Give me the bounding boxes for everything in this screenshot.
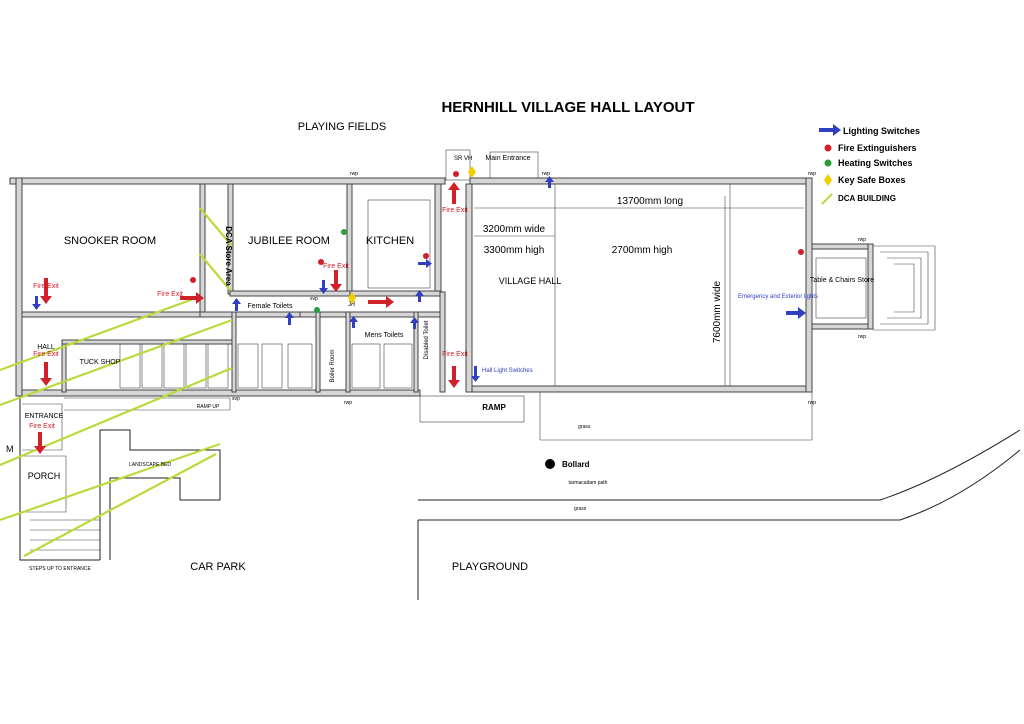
tag-jr: JR [348,302,356,308]
dimension-width-a: 3200mm wide [483,224,546,235]
green-dot-icon [824,159,832,167]
building-walls [9,177,874,397]
red-dot-icon [453,171,459,177]
fire-exit-label-7: Fire Exit [29,423,55,430]
tag-rwp-5: rwp [858,334,866,340]
room-table-store: Table & Chairs Store [810,277,874,284]
fire-exit-label-3: Fire Exit [323,263,349,270]
label-ramp-up: RAMP UP [197,404,220,410]
tag-rwp-4: rwp [858,237,866,243]
dimension-length: 13700mm long [617,196,683,207]
fire-exit-label-5: Fire Exit [442,351,468,358]
fire-exits: Fire Exit Fire Exit Fire Exit Fire Exit … [29,182,468,454]
tag-svp-2: svp [310,296,318,302]
dca-building-lines [0,207,233,557]
tag-rwp-1: rwp [350,171,358,177]
red-dot-icon [824,144,832,152]
label-hall-light: Hall Light Switches [482,368,533,374]
label-landscape-bed: LANDSCAPE BED [129,462,171,468]
room-jubilee: JUBILEE ROOM [248,235,330,247]
room-m: M [6,444,14,454]
room-village-hall: VILLAGE HALL [499,276,562,286]
label-path: tarmacadam path [569,480,608,486]
room-female-toilets: Female Toilets [247,303,293,310]
label-playground: PLAYGROUND [452,561,528,573]
label-grass-2: grass [574,506,587,512]
label-playing-fields: PLAYING FIELDS [298,121,386,133]
tag-sr-vh: SR VH [454,156,472,162]
green-dot-icon [314,307,320,313]
legend: Lighting Switches Fire Extinguishers Hea… [819,124,920,205]
fire-exit-label-6: Fire Exit [33,351,59,358]
red-dot-icon [318,259,324,265]
lighting-switches [32,176,806,382]
dimension-height-a: 3300mm high [484,245,545,256]
room-tuck-shop: TUCK SHOP [80,359,121,366]
dimension-height-b: 2700mm high [612,245,673,256]
label-steps: STEPS UP TO ENTRANCE [29,566,91,572]
red-dot-icon [798,249,804,255]
room-ramp: RAMP [482,403,506,412]
green-dot-icon [341,229,347,235]
room-kitchen: KITCHEN [366,235,414,247]
label-bollard: Bollard [562,460,590,469]
label-emergency: Emergency and Exterior lights [738,294,818,300]
room-disabled-toilet: Disabled Toilet [424,320,430,359]
red-dot-icon [423,253,429,259]
fire-exit-label-2: Fire Exit [157,291,183,298]
red-dot-icon [190,277,196,283]
room-hall: HALL [37,344,55,351]
tag-rwp-3: rwp [808,171,816,177]
yellow-diamond-icon [824,174,832,186]
tag-rwp-6: rwp [808,400,816,406]
legend-item-dca: DCA BUILDING [838,194,896,203]
legend-item-fire: Fire Extinguishers [838,143,917,153]
heating-switches [314,229,347,313]
page-title: HERNHILL VILLAGE HALL LAYOUT [441,99,694,116]
yellow-diamond-icon [468,166,476,178]
blue-arrow-icon [833,124,841,136]
room-entrance: ENTRANCE [25,413,64,420]
room-porch: PORCH [28,471,61,481]
legend-item-key-safe: Key Safe Boxes [838,175,906,185]
room-dca-store: DCA Store Area [224,226,233,286]
internal-outlines [19,149,1021,600]
legend-item-heating: Heating Switches [838,158,913,168]
room-boiler: Boiler Room [330,349,336,382]
fire-exit-label-1: Fire Exit [33,283,59,290]
room-main-entrance: Main Entrance [485,155,530,162]
label-car-park: CAR PARK [190,561,246,573]
tag-rwp-2: rwp [542,171,550,177]
tag-svp-1: svp [232,396,240,402]
fire-exit-label-4: Fire Exit [442,207,468,214]
legend-item-lighting: Lighting Switches [843,126,920,136]
room-snooker: SNOOKER ROOM [64,235,156,247]
yellow-diamond-icon [348,292,356,304]
tag-rwp-7: rwp [344,400,352,406]
label-grass-1: grass [578,424,591,430]
bollard-icon [545,459,555,469]
fire-extinguishers [190,171,804,283]
room-mens-toilets: Mens Toilets [365,332,404,339]
dimension-width-b: 7600mm wide [712,280,723,343]
lime-line-icon [821,193,833,205]
key-safe-boxes [348,166,476,304]
